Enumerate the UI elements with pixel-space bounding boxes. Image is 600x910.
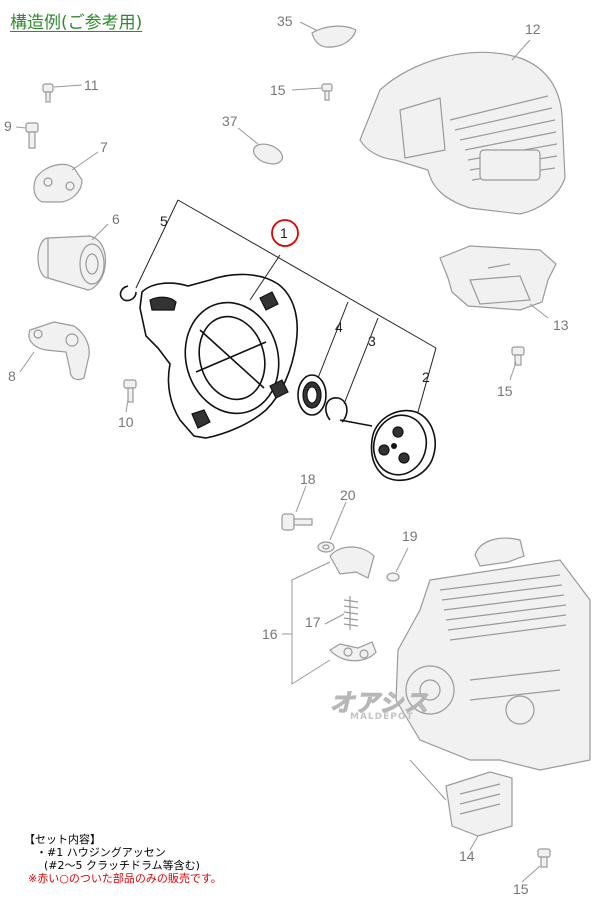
- notes-line-2: (#2～5 クラッチドラム等含む): [44, 859, 200, 872]
- part-labels: 1 2 3 4 5 6 7 8 9 10 11 12 13 14 15 15 1…: [4, 13, 569, 897]
- notes-line-1: ・#1 ハウジングアッセン: [36, 846, 166, 859]
- leader-lines: [15, 21, 549, 883]
- part-4-bearing-shape: [297, 374, 327, 416]
- part-5-snap-ring-shape: [119, 285, 137, 302]
- part-label-15-mid: 15: [497, 383, 513, 399]
- part-label-5: 5: [160, 213, 168, 229]
- part-3-snap-ring-shape: [325, 397, 348, 423]
- part-label-4: 4: [335, 319, 343, 335]
- part-15-screw-bottom-shape: [537, 848, 551, 868]
- part-1-housing-shape: [139, 273, 298, 439]
- part-label-6: 6: [112, 211, 120, 227]
- part-label-18: 18: [300, 471, 316, 487]
- part-14-plate-shape: [445, 771, 513, 837]
- leader-lines-dark: [135, 199, 437, 413]
- part-19-washer-shape: [386, 572, 400, 582]
- part-label-16: 16: [262, 626, 278, 642]
- part-label-15-top: 15: [270, 82, 286, 98]
- part-17-spring-shape: [343, 596, 359, 630]
- notes-warning: ※赤い○のついた部品のみの販売です。: [28, 872, 222, 885]
- watermark-logo: オアシス: [329, 688, 430, 717]
- part-label-20: 20: [340, 487, 356, 503]
- part-2-clutch-drum-shape: [339, 409, 436, 482]
- engine-shape: [395, 537, 591, 771]
- part-8-clamp-shape: [28, 321, 90, 381]
- part-label-37: 37: [222, 113, 238, 129]
- part-label-15-bottom: 15: [513, 881, 529, 897]
- part-label-17: 17: [305, 614, 321, 630]
- part-9-bolt-shape: [25, 122, 39, 149]
- part-35-shape: [311, 25, 357, 48]
- part-1-highlight-circle: [271, 219, 299, 247]
- part-label-3: 3: [368, 333, 376, 349]
- part-label-7: 7: [100, 139, 108, 155]
- part-label-12: 12: [525, 21, 541, 37]
- part-label-1: 1: [280, 225, 288, 241]
- part-label-8: 8: [8, 368, 16, 384]
- part-label-13: 13: [553, 317, 569, 333]
- part-7-bracket-shape: [33, 163, 83, 203]
- part-15-screw-mid-shape: [511, 346, 525, 366]
- part-label-10: 10: [118, 414, 134, 430]
- part-15-screw-top-shape: [321, 83, 333, 101]
- watermark-sub: MALDEPOT: [350, 712, 414, 722]
- part-16-clutch-shoe-shape: [329, 546, 377, 662]
- part-6-holder-shape: [37, 235, 107, 291]
- part-11-bolt-shape: [42, 83, 54, 103]
- notes-heading: 【セット内容】: [24, 833, 101, 846]
- part-13-cover-shape: [439, 245, 557, 311]
- part-label-14: 14: [459, 848, 475, 864]
- part-label-19: 19: [402, 528, 418, 544]
- part-12-engine-cover-shape: [359, 51, 566, 215]
- part-37-shape: [252, 143, 284, 165]
- part-label-2: 2: [422, 369, 430, 385]
- part-label-11: 11: [84, 77, 99, 93]
- part-label-9: 9: [4, 118, 12, 134]
- part-20-washer-shape: [317, 541, 335, 553]
- set-contents-notes: 【セット内容】 ・#1 ハウジングアッセン (#2～5 クラッチドラム等含む) …: [24, 833, 222, 885]
- page-title: 構造例(ご参考用): [10, 13, 143, 33]
- part-18-bolt-shape: [281, 513, 313, 531]
- part-label-35: 35: [277, 13, 293, 29]
- part-10-bolt-shape: [123, 379, 137, 403]
